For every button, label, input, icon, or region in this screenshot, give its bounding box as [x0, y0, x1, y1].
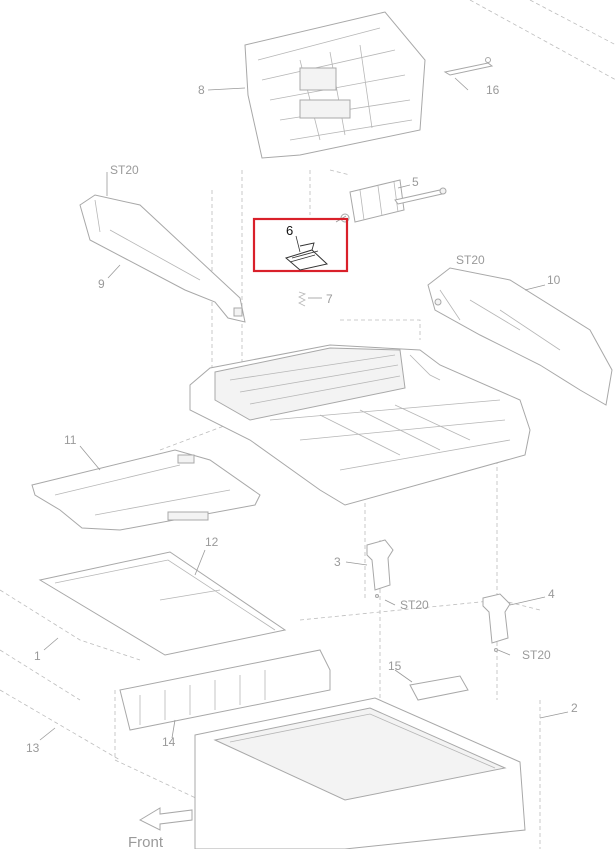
- label-st20-top: ST20: [110, 163, 139, 177]
- part-9-left-rail: [79, 194, 246, 323]
- label-2: 2: [571, 701, 578, 715]
- label-15: 15: [388, 659, 402, 673]
- highlight-box-part-6: [252, 217, 349, 273]
- leader-lines: [39, 77, 569, 741]
- part-7-spring: [298, 291, 307, 307]
- main-chassis: [189, 344, 531, 506]
- label-st20-low: ST20: [522, 648, 551, 662]
- label-1: 1: [34, 649, 41, 663]
- part-3-bracket: [366, 539, 394, 598]
- label-7: 7: [326, 292, 333, 306]
- part-8-top-cover: [244, 11, 426, 159]
- part-14-front-cover: [119, 649, 331, 731]
- part-6-clip: [284, 235, 329, 271]
- part-4-bracket: [482, 593, 511, 652]
- label-5: 5: [412, 175, 419, 189]
- label-11: 11: [64, 433, 77, 447]
- label-10: 10: [547, 273, 561, 287]
- label-st20-mid: ST20: [400, 598, 429, 612]
- part-5-roller-assembly: [340, 179, 447, 223]
- label-9: 9: [98, 277, 105, 291]
- label-st20-right: ST20: [456, 253, 485, 267]
- part-labels: 8 16 ST20 5 6 ST20 9 10 7 11 12 3 4 ST20…: [26, 83, 578, 849]
- front-arrow-icon: [138, 807, 193, 831]
- part-2-base: [194, 697, 526, 849]
- part-10-right-cover: [427, 267, 613, 406]
- label-6: 6: [286, 223, 293, 238]
- part-15-plate: [409, 675, 469, 701]
- label-3: 3: [334, 555, 341, 569]
- label-8: 8: [198, 83, 205, 97]
- label-14: 14: [162, 735, 176, 749]
- part-11-left-tray: [31, 449, 261, 531]
- label-13: 13: [26, 741, 40, 755]
- part-16-pin: [443, 57, 494, 76]
- label-12: 12: [205, 535, 219, 549]
- label-4: 4: [548, 587, 555, 601]
- front-label: Front: [128, 834, 164, 849]
- part-12-plate: [38, 551, 287, 656]
- label-16: 16: [486, 83, 500, 97]
